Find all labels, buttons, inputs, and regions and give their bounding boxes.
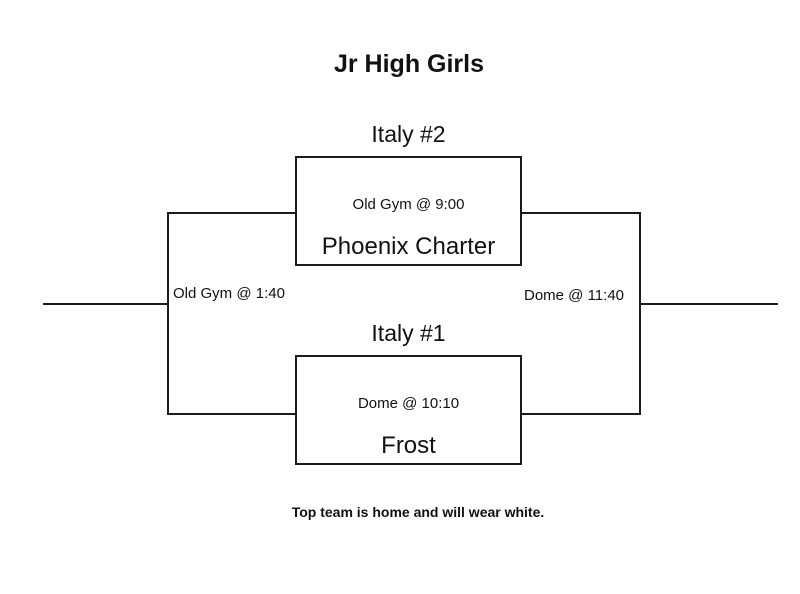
bottom-matchup-team-top-label: Italy #1 xyxy=(371,320,446,346)
page-title: Jr High Girls xyxy=(333,50,485,78)
bracket-line-right-vertical xyxy=(639,212,641,415)
top-matchup-team-bottom-label: Phoenix Charter xyxy=(321,233,496,260)
bracket-line-right-advancement xyxy=(641,303,778,305)
top-game-venue-time: Old Gym @ 9:00 xyxy=(352,196,465,213)
bracket-line-left-top-connector xyxy=(167,212,295,214)
bottom-game-box: Dome @ 10:10 Frost xyxy=(295,355,522,465)
footer-note: Top team is home and will wear white. xyxy=(291,504,545,520)
bottom-game-venue-time: Dome @ 10:10 xyxy=(357,395,460,412)
left-advancement-venue-time: Old Gym @ 1:40 xyxy=(173,285,285,302)
bracket-line-left-bottom-connector xyxy=(167,413,295,415)
bracket-line-left-vertical xyxy=(167,212,169,415)
bracket-line-right-bottom-connector xyxy=(522,413,641,415)
top-game-box: Old Gym @ 9:00 Phoenix Charter xyxy=(295,156,522,266)
bottom-matchup-team-bottom-label: Frost xyxy=(381,432,436,459)
bracket-line-right-top-connector xyxy=(522,212,641,214)
bracket-line-left-advancement xyxy=(43,303,167,305)
right-advancement-venue-time: Dome @ 11:40 xyxy=(524,287,624,304)
top-matchup-team-top-label: Italy #2 xyxy=(371,121,446,147)
